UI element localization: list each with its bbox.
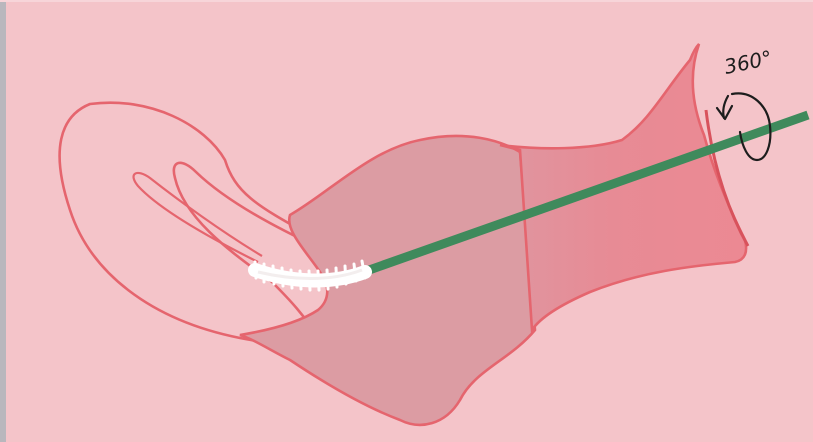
cervix — [500, 44, 746, 330]
rotation-label: 360° — [722, 45, 774, 78]
uterus-outline — [60, 103, 320, 344]
